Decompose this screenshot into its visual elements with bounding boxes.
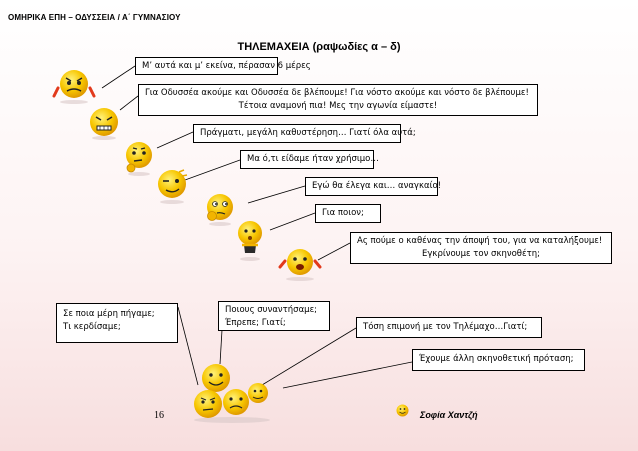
connector-5 — [247, 185, 306, 204]
angry-smiley-icon — [52, 70, 96, 104]
bubble-text: Τόση επιμονή με τον Τηλέμαχο…Γιατί; — [363, 322, 528, 332]
group-of-smileys-icon — [194, 364, 270, 423]
bubble-text-line-1: Σε ποια μέρη πήγαμε; — [63, 309, 155, 319]
bubble-text-line-2: Τέτοια αναμονή πια! Μες την αγωνία είμασ… — [238, 101, 438, 111]
author-name: Σοφία Χαντζή — [420, 410, 478, 420]
bubble-text-line-2: Έπρεπε; Γιατί; — [225, 318, 286, 328]
bubble-text: Μα ό,τι είδαμε ήταν χρήσιμο… — [247, 154, 379, 164]
connector-7 — [317, 242, 351, 261]
connector-3 — [156, 131, 194, 149]
speech-bubble-1: Μ’ αυτά και μ’ εκείνα, πέρασαν 6 μέρες — [135, 57, 311, 75]
speech-bubble-7: Ας πούμε ο καθένας την άποψή του, για να… — [350, 232, 612, 264]
bubble-text-line-2: Εγκρίνουμε τον σκηνοθέτη; — [422, 249, 540, 259]
speech-bubble-3: Πράγματι, μεγάλη καθυστέρηση… Γιατί όλα … — [193, 124, 416, 143]
connector-10 — [261, 327, 357, 386]
explaining-smiley-icon — [278, 249, 322, 281]
bubble-text: Μ’ αυτά και μ’ εκείνα, πέρασαν 6 μέρες — [142, 61, 311, 71]
connector-1 — [101, 65, 136, 89]
speech-bubble-8: Σε ποια μέρη πήγαμε; Τι κερδίσαμε; — [56, 303, 178, 343]
bubble-text-line-1: Ποιους συναντήσαμε; — [225, 305, 318, 315]
connector-11 — [282, 361, 413, 389]
speech-bubble-2: Για Οδυσσέα ακούμε και Οδυσσέα δε βλέπου… — [138, 84, 538, 116]
bubble-text: Για ποιον; — [322, 208, 364, 218]
speech-bubble-10: Τόση επιμονή με τον Τηλέμαχο…Γιατί; — [356, 317, 542, 338]
connector-6 — [269, 212, 316, 231]
speech-bubble-9: Ποιους συναντήσαμε; Έπρεπε; Γιατί; — [218, 301, 330, 331]
document-header: ΟΜΗΡΙΚΑ ΕΠΗ – ΟΔΥΣΣΕΙΑ / Α΄ ΓΥΜΝΑΣΙΟΥ — [8, 13, 181, 22]
connector-8 — [177, 306, 199, 386]
speech-bubble-11: Έχουμε άλλη σκηνοθετική πρόταση; — [412, 349, 585, 371]
bubble-text: Πράγματι, μεγάλη καθυστέρηση… Γιατί όλα … — [200, 128, 416, 138]
frustrated-smiley-icon — [90, 108, 118, 140]
bubble-text: Εγώ θα έλεγα και… αναγκαίο! — [312, 181, 442, 191]
speech-bubble-6: Για ποιον; — [315, 204, 381, 223]
bubble-text-line-1: Για Οδυσσέα ακούμε και Οδυσσέα δε βλέπου… — [145, 88, 529, 98]
bubble-text: Έχουμε άλλη σκηνοθετική πρόταση; — [419, 354, 574, 364]
speech-bubble-4: Μα ό,τι είδαμε ήταν χρήσιμο… — [240, 150, 379, 169]
connector-9 — [219, 329, 223, 365]
page-number: 16 — [154, 410, 164, 421]
speech-bubble-5: Εγώ θα έλεγα και… αναγκαίο! — [305, 177, 442, 196]
pondering-smiley-icon — [207, 194, 233, 226]
questioning-smiley-icon — [238, 221, 262, 261]
bubble-text-line-2: Τι κερδίσαμε; — [63, 322, 121, 332]
connector-2 — [119, 95, 139, 111]
winking-smiley-icon — [158, 169, 188, 204]
small-smiley-icon — [396, 404, 409, 417]
bubble-text-line-1: Ας πούμε ο καθένας την άποψή του, για να… — [357, 236, 603, 246]
thinking-smiley-icon — [126, 142, 152, 176]
page-title: ΤΗΛΕΜΑΧΕΙΑ (ραψωδίες α – δ) — [237, 41, 401, 53]
connector-4 — [184, 159, 241, 181]
